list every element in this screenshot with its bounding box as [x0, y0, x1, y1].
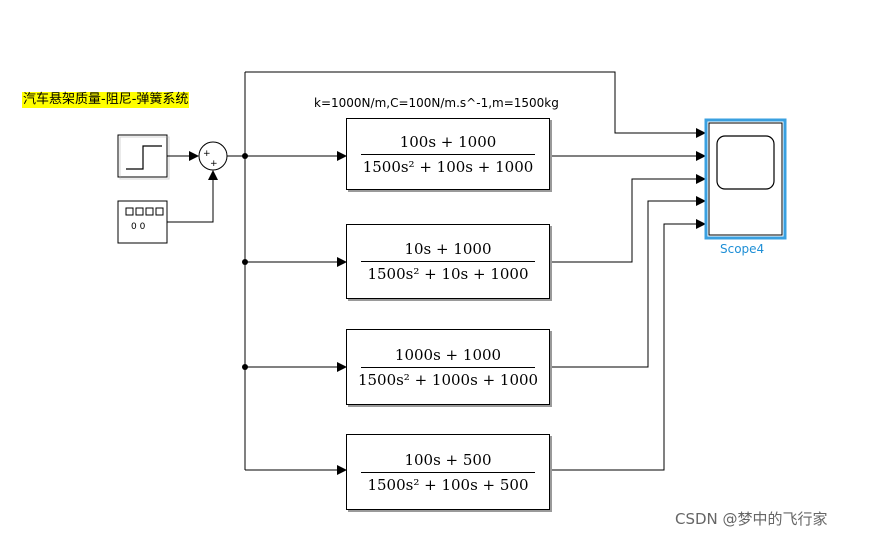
step-icon	[126, 145, 162, 170]
scope-label: Scope4	[720, 242, 765, 256]
watermark: CSDN @梦中的飞行家	[675, 510, 828, 528]
scope-icon	[716, 135, 775, 190]
tf2-numerator: 10s + 1000	[404, 240, 492, 258]
transfer-fcn-3[interactable]: 1000s + 1000 1500s² + 1000s + 1000	[346, 329, 550, 405]
tf2-fraction-bar	[361, 261, 535, 262]
parameters-label: k=1000N/m,C=100N/m.s^-1,m=1500kg	[314, 96, 559, 110]
tf4-numerator: 100s + 500	[404, 450, 492, 469]
sum-sign-bottom: +	[210, 159, 218, 169]
clock-digits: 0 0	[131, 222, 146, 232]
tf4-denominator: 1500s² + 100s + 500	[367, 475, 529, 494]
transfer-fcn-4[interactable]: 100s + 500 1500s² + 100s + 500	[346, 434, 550, 510]
tf1-denominator: 1500s² + 100s + 1000	[362, 157, 534, 176]
digital-clock-icon: 0 0	[125, 207, 164, 232]
signal-lines	[167, 71, 706, 475]
tf1-numerator: 100s + 1000	[399, 132, 497, 151]
scope-block[interactable]	[704, 118, 787, 240]
tf4-fraction-bar	[361, 471, 535, 473]
sum-block[interactable]: + +	[198, 141, 228, 171]
sum-sign-top: +	[203, 149, 211, 159]
step-block[interactable]	[117, 134, 170, 180]
tf2-denominator: 1500s² + 10s + 1000	[367, 265, 529, 283]
digital-clock-block[interactable]: 0 0	[117, 200, 168, 244]
transfer-fcn-1[interactable]: 100s + 1000 1500s² + 100s + 1000	[346, 118, 550, 190]
title-note: 汽车悬架质量-阻尼-弹簧系统	[22, 92, 190, 108]
tf3-fraction-bar	[361, 366, 535, 368]
tf3-denominator: 1500s² + 1000s + 1000	[357, 370, 539, 389]
tf1-fraction-bar	[361, 153, 535, 155]
transfer-fcn-2[interactable]: 10s + 1000 1500s² + 10s + 1000	[346, 224, 550, 299]
tf3-numerator: 1000s + 1000	[394, 345, 502, 364]
branch-points	[242, 153, 248, 370]
